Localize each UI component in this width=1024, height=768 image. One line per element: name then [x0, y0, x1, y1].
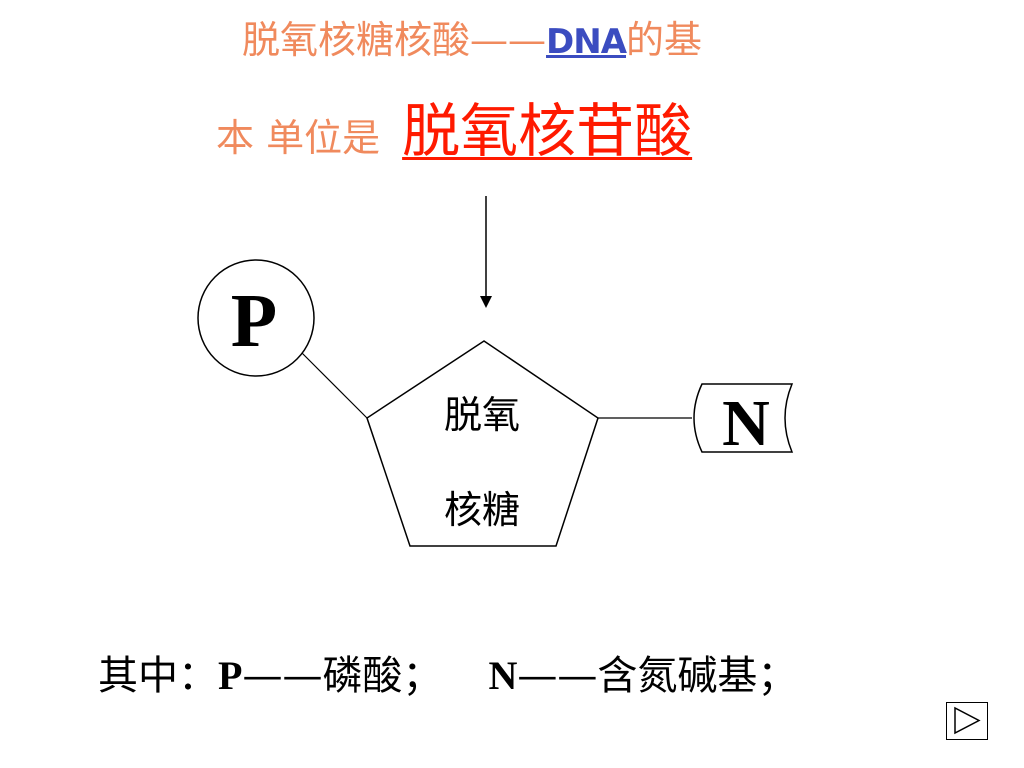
title-suffix: 的基 [626, 18, 703, 62]
caption: 其中：P——磷酸；N——含氮碱基； [98, 648, 797, 704]
phosphate-label: P [231, 279, 277, 363]
title-line2-prefix: 本 单位是 [216, 116, 381, 160]
caption-lead: 其中： [98, 653, 218, 699]
answer-text: 脱氧核苷酸 [402, 97, 693, 165]
caption-p-dash: —— [242, 653, 323, 699]
deoxyribose-pentagon [366, 340, 599, 547]
play-triangle-icon [954, 706, 981, 735]
arrow-head [480, 296, 492, 308]
sugar-label-2: 核糖 [444, 488, 520, 532]
phosphate-circle [197, 259, 315, 377]
caption-n-meaning: 含氮碱基； [597, 653, 798, 699]
title-prefix: 脱氧核糖核酸—— [242, 18, 547, 62]
caption-p-meaning: 磷酸； [322, 653, 443, 699]
caption-n-dash: —— [517, 653, 598, 699]
bond-phosphate-sugar [301, 352, 368, 419]
caption-p-symbol: P [218, 653, 243, 698]
caption-n-symbol: N [488, 653, 518, 698]
base-shape [693, 383, 794, 453]
sugar-label-1: 脱氧 [444, 393, 520, 437]
dna-link[interactable]: DNA [546, 22, 627, 62]
title-line-2: 本 单位是脱氧核苷酸 [216, 84, 692, 168]
base-label: N [722, 387, 770, 460]
title-line-1: 脱氧核糖核酸——DNA的基 [242, 14, 702, 68]
next-slide-button[interactable] [946, 702, 988, 740]
